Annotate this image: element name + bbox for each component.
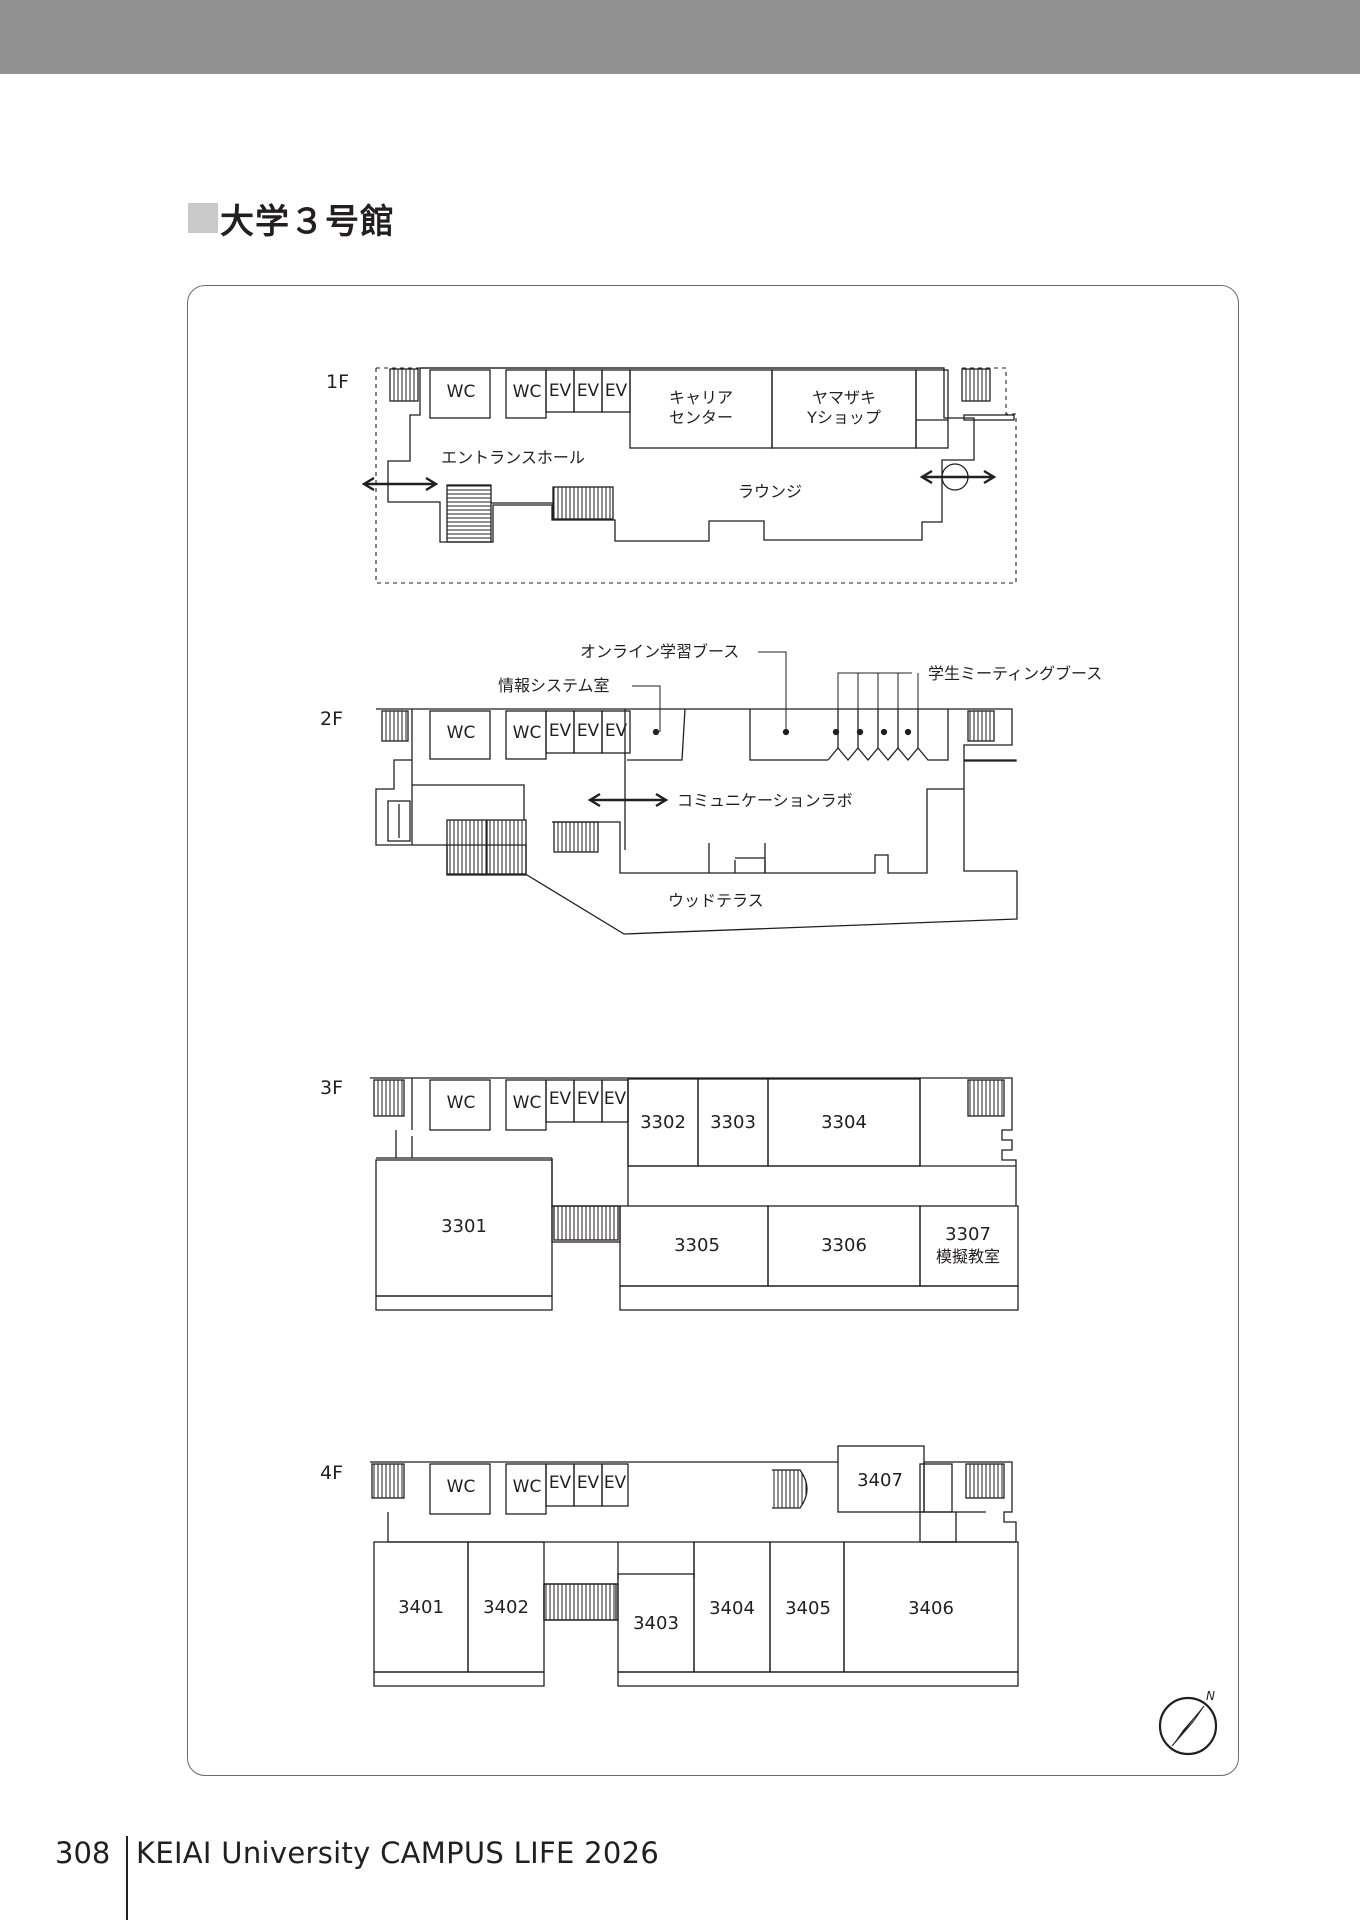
- room-label: 3306: [821, 1235, 867, 1256]
- stairs-icon: [373, 1079, 405, 1117]
- callout-label: 学生ミーティングブース: [928, 664, 1102, 683]
- building-outline: [387, 367, 975, 543]
- wc-label: WC: [513, 382, 542, 402]
- room-label: Yショップ: [806, 408, 881, 427]
- stairs-icon: [389, 368, 419, 402]
- area-label: ウッドテラス: [668, 891, 764, 910]
- building-outline: [375, 708, 1018, 935]
- online-booth: [749, 709, 828, 761]
- ev-label: EV: [549, 381, 572, 401]
- footer-title: KEIAI University CAMPUS LIFE 2026: [136, 1836, 660, 1870]
- area-label: エントランスホール: [441, 448, 585, 467]
- ev-label: EV: [577, 381, 600, 401]
- floor-4f: 4F WC WC EV EV EV 3401 3402: [320, 1445, 1019, 1687]
- page-heading: 大学３号館: [188, 196, 395, 242]
- wc-label: WC: [513, 1093, 542, 1113]
- wc-room: [429, 1079, 491, 1131]
- area-label: コミュニケーションラボ: [677, 791, 853, 810]
- room-label: 3302: [640, 1112, 686, 1133]
- stairs-icon: [381, 710, 409, 742]
- room-3307: [919, 1205, 1019, 1287]
- page-number: 308: [55, 1836, 111, 1870]
- meeting-booths: [827, 709, 949, 762]
- ev-room: [601, 710, 631, 754]
- north-label: N: [1206, 1689, 1215, 1703]
- room-label: 3407: [857, 1470, 903, 1491]
- area-label: ラウンジ: [738, 482, 802, 501]
- floor-3f: 3F WC WC EV EV EV 3301 3302 3303: [320, 1077, 1019, 1311]
- compass-icon: N: [1158, 1689, 1218, 1756]
- service-room: [915, 369, 949, 449]
- room-label: 3401: [398, 1597, 444, 1618]
- floor-2f: 2F WC WC: [320, 642, 1102, 935]
- ev-label: EV: [604, 1473, 627, 1493]
- ev-label: EV: [604, 1089, 627, 1109]
- floor-1f: 1F WC WC EV EV EV キ: [326, 367, 1017, 584]
- stairs-icon: [553, 821, 599, 853]
- room-label: 3301: [441, 1216, 487, 1237]
- callout-label: オンライン学習ブース: [580, 642, 739, 661]
- ev-label: EV: [605, 381, 628, 401]
- stairs-icon: [543, 1583, 617, 1621]
- wc-label: WC: [447, 1093, 476, 1113]
- site-boundary: [375, 367, 1017, 584]
- floor-label-4f: 4F: [320, 1462, 343, 1484]
- room-label: ヤマザキ: [812, 388, 876, 407]
- page-title: 大学３号館: [220, 201, 395, 242]
- room-label: 3304: [821, 1112, 867, 1133]
- wc-room: [429, 710, 491, 760]
- floor-label-2f: 2F: [320, 708, 343, 730]
- stairs-icon: [961, 368, 991, 402]
- room-label: 3402: [483, 1597, 529, 1618]
- room-label: 3403: [633, 1613, 679, 1634]
- ev-room: [601, 1463, 629, 1507]
- room-3407: [837, 1445, 925, 1513]
- room-label: 3307: [945, 1224, 991, 1245]
- wc-label: WC: [513, 723, 542, 743]
- header-band: [0, 0, 1360, 74]
- spiral-stairs-icon: [772, 1469, 808, 1509]
- stairs-icon: [965, 1463, 1005, 1499]
- building-outline: [370, 1461, 1017, 1543]
- room-label: 模擬教室: [936, 1247, 1000, 1266]
- heading-square-icon: [188, 203, 218, 233]
- footer-divider: [126, 1836, 128, 1920]
- stairs-icon: [552, 486, 614, 520]
- ev-label: EV: [549, 1473, 572, 1493]
- room-label: 3404: [709, 1598, 755, 1619]
- stairs-icon: [553, 1205, 619, 1241]
- room-label: 3405: [785, 1598, 831, 1619]
- stairs-icon: [967, 1079, 1005, 1117]
- wc-label: WC: [447, 723, 476, 743]
- callout-label: 情報システム室: [498, 676, 610, 695]
- stairs-icon: [371, 1463, 405, 1499]
- floor-label-1f: 1F: [326, 371, 349, 393]
- room-label: 3303: [710, 1112, 756, 1133]
- room-label: キャリア: [669, 388, 733, 407]
- wc-label: WC: [447, 382, 476, 402]
- room-label: センター: [669, 408, 733, 427]
- room-3304: [767, 1078, 921, 1167]
- room-label: 3305: [674, 1235, 720, 1256]
- stairs-icon: [967, 710, 995, 742]
- floor-map-frame: [187, 285, 1239, 1776]
- wc-room: [429, 1463, 491, 1515]
- room-label: 3406: [908, 1598, 954, 1619]
- wc-label: WC: [513, 1477, 542, 1497]
- stairs-icon: [446, 484, 492, 543]
- floor-label-3f: 3F: [320, 1077, 343, 1099]
- ev-label: EV: [549, 721, 572, 741]
- ev-label: EV: [549, 1089, 572, 1109]
- ev-label: EV: [605, 721, 628, 741]
- wc-room: [429, 369, 491, 419]
- ev-label: EV: [577, 721, 600, 741]
- ev-label: EV: [577, 1473, 600, 1493]
- wc-label: WC: [447, 1477, 476, 1497]
- ev-label: EV: [577, 1089, 600, 1109]
